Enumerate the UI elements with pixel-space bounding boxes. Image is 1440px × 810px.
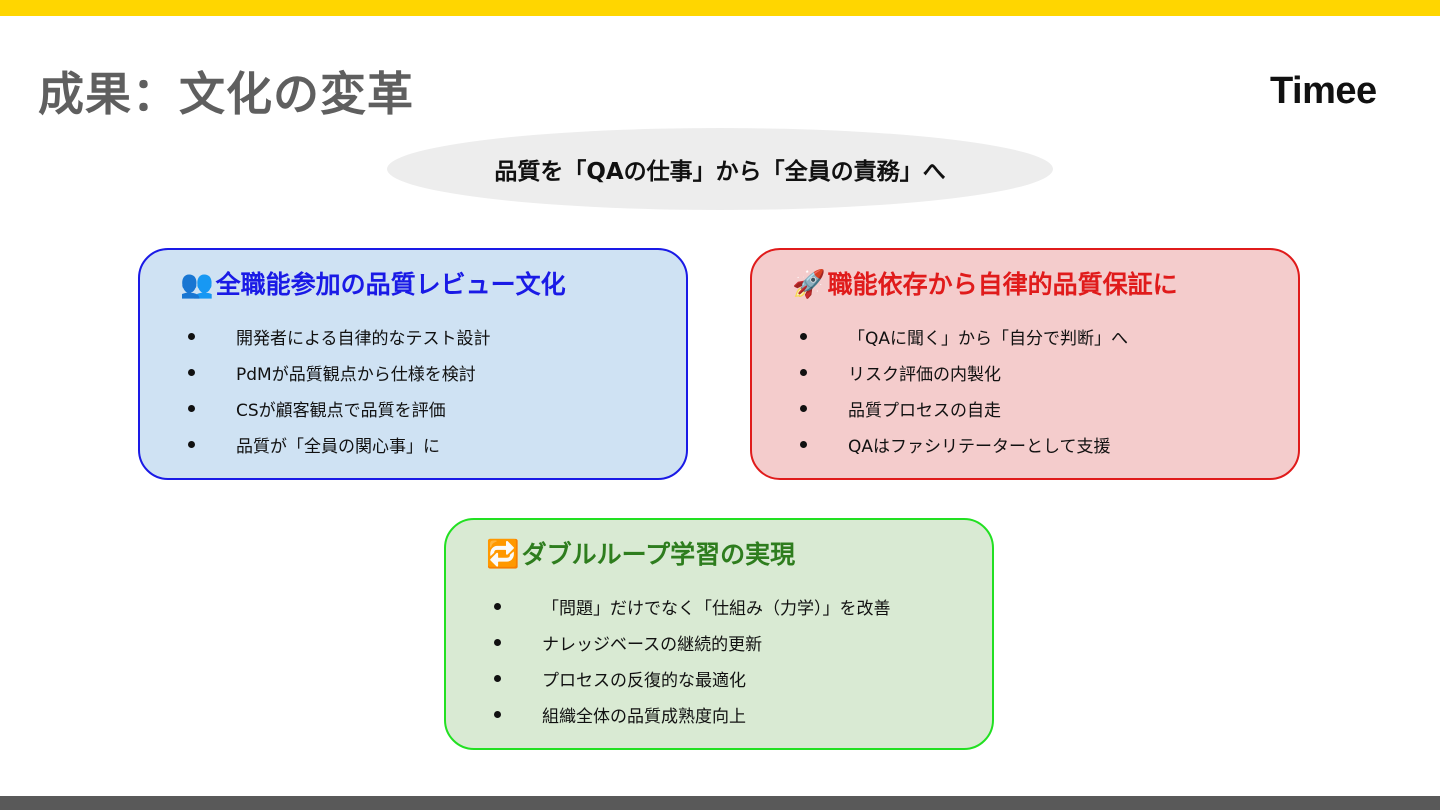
list-item-text: リスク評価の内製化	[848, 364, 1001, 385]
list-item: 開発者による自律的なテスト設計	[188, 318, 491, 354]
repeat-icon: 🔁	[486, 539, 520, 570]
bullet-dot-icon	[188, 368, 195, 376]
list-item: プロセスの反復的な最適化	[494, 660, 891, 696]
list-item: QAはファシリテーターとして支援	[800, 426, 1128, 462]
list-item: CSが顧客観点で品質を評価	[188, 390, 491, 426]
bullet-dot-icon	[188, 332, 195, 340]
list-item: 品質プロセスの自走	[800, 390, 1128, 426]
list-item: 「QAに聞く」から「自分で判断」へ	[800, 318, 1128, 354]
list-item-text: QAはファシリテーターとして支援	[848, 436, 1111, 457]
people-icon: 👥	[180, 269, 214, 300]
card-autonomous-quality: 🚀 職能依存から自律的品質保証に 「QAに聞く」から「自分で判断」へ リスク評価…	[750, 248, 1300, 480]
list-item: リスク評価の内製化	[800, 354, 1128, 390]
list-item-text: 品質プロセスの自走	[848, 400, 1001, 421]
bullet-dot-icon	[800, 368, 807, 376]
list-item: ナレッジベースの継続的更新	[494, 624, 891, 660]
card-cross-functional-review: 👥 全職能参加の品質レビュー文化 開発者による自律的なテスト設計 PdMが品質観…	[138, 248, 688, 480]
list-item-text: CSが顧客観点で品質を評価	[236, 400, 446, 421]
list-item-text: プロセスの反復的な最適化	[542, 670, 746, 691]
rocket-icon: 🚀	[792, 269, 826, 300]
bullet-dot-icon	[188, 440, 195, 448]
card-double-loop-learning: 🔁 ダブルループ学習の実現 「問題」だけでなく「仕組み（力学）」を改善 ナレッジ…	[444, 518, 994, 750]
bullet-dot-icon	[800, 404, 807, 412]
subtitle-pill: 品質を「QAの仕事」から「全員の責務」へ	[387, 128, 1053, 210]
bullet-dot-icon	[800, 440, 807, 448]
card-title: ダブルループ学習の実現	[521, 540, 796, 569]
list-item-text: 「QAに聞く」から「自分で判断」へ	[848, 328, 1129, 349]
list-item-text: PdMが品質観点から仕様を検討	[236, 364, 476, 385]
list-item: 品質が「全員の関心事」に	[188, 426, 491, 462]
top-accent-bar	[0, 0, 1440, 16]
card-header: 👥 全職能参加の品質レビュー文化	[180, 268, 566, 302]
bullet-dot-icon	[494, 710, 501, 718]
bullet-dot-icon	[800, 332, 807, 340]
list-item-text: 開発者による自律的なテスト設計	[236, 328, 491, 349]
card-title: 全職能参加の品質レビュー文化	[215, 270, 566, 299]
list-item-text: 品質が「全員の関心事」に	[236, 436, 440, 457]
list-item-text: ナレッジベースの継続的更新	[542, 634, 763, 655]
bullet-list: 「問題」だけでなく「仕組み（力学）」を改善 ナレッジベースの継続的更新 プロセス…	[494, 588, 891, 732]
list-item: 「問題」だけでなく「仕組み（力学）」を改善	[494, 588, 891, 624]
bullet-list: 開発者による自律的なテスト設計 PdMが品質観点から仕様を検討 CSが顧客観点で…	[188, 318, 491, 462]
list-item-text: 「問題」だけでなく「仕組み（力学）」を改善	[542, 598, 891, 619]
list-item: 組織全体の品質成熟度向上	[494, 696, 891, 732]
timee-logo: Timee	[1270, 70, 1377, 112]
slide-title: 成果：文化の変革	[38, 67, 414, 121]
subtitle-text: 品質を「QAの仕事」から「全員の責務」へ	[494, 159, 946, 185]
bullet-dot-icon	[494, 638, 501, 646]
bullet-dot-icon	[494, 674, 501, 682]
bullet-dot-icon	[188, 404, 195, 412]
list-item: PdMが品質観点から仕様を検討	[188, 354, 491, 390]
card-header: 🚀 職能依存から自律的品質保証に	[792, 268, 1178, 302]
bullet-dot-icon	[494, 602, 501, 610]
card-title: 職能依存から自律的品質保証に	[827, 270, 1178, 299]
bullet-list: 「QAに聞く」から「自分で判断」へ リスク評価の内製化 品質プロセスの自走 QA…	[800, 318, 1128, 462]
card-header: 🔁 ダブルループ学習の実現	[486, 538, 795, 572]
bottom-bar	[0, 796, 1440, 810]
list-item-text: 組織全体の品質成熟度向上	[542, 706, 746, 727]
